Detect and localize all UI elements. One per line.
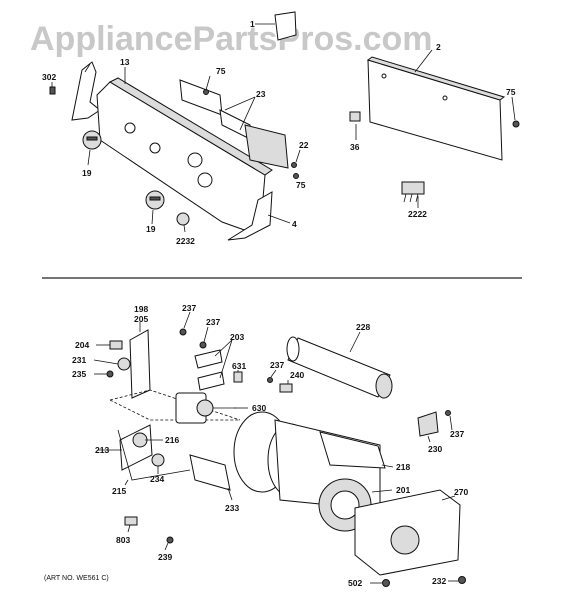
part-19-knob-b xyxy=(145,190,165,225)
part-502-foot xyxy=(370,579,390,587)
watermark-text: AppliancePartsPros.com xyxy=(30,20,432,58)
part-239-screw xyxy=(164,536,174,551)
callout-4: 4 xyxy=(292,219,297,229)
part-203-brackets xyxy=(194,339,233,391)
part-237-screws-top xyxy=(179,311,209,349)
part-2222-harness xyxy=(401,181,425,208)
callout-2232: 2232 xyxy=(176,236,195,246)
part-204-clip xyxy=(96,340,123,350)
part-803-clip xyxy=(124,516,138,533)
callout-228: 228 xyxy=(356,322,370,332)
callout-231: 231 xyxy=(72,355,86,365)
part-231-pulley xyxy=(93,357,131,371)
part-233-support xyxy=(189,454,233,501)
callout-205: 205 xyxy=(134,314,148,324)
callout-216: 216 xyxy=(165,435,179,445)
part-230-switch xyxy=(417,410,453,443)
callout-2222: 2222 xyxy=(408,209,427,219)
callout-1: 1 xyxy=(250,19,255,29)
part-19-knob-a xyxy=(82,130,102,166)
callout-203: 203 xyxy=(230,332,244,342)
part-302-screw xyxy=(49,82,56,95)
callout-803: 803 xyxy=(116,535,130,545)
callout-237-c: 237 xyxy=(270,360,284,370)
part-23-bracket xyxy=(179,75,301,179)
part-blower-housing xyxy=(233,411,393,532)
callout-218: 218 xyxy=(396,462,410,472)
callout-630: 630 xyxy=(252,403,266,413)
callout-631: 631 xyxy=(232,361,246,371)
part-228-exhaust-duct xyxy=(286,331,393,399)
art-number: (ART NO. WE561 C) xyxy=(44,575,109,582)
callout-502: 502 xyxy=(348,578,362,588)
upper-callout-labels: 1 2 302 13 75 23 75 19 22 75 36 19 2232 … xyxy=(42,19,516,246)
part-205-motor-bracket xyxy=(109,322,241,421)
callout-213: 213 xyxy=(95,445,109,455)
part-232-screw xyxy=(448,576,466,584)
lower-callout-labels: 198 205 237 237 228 204 203 231 631 237 … xyxy=(72,303,468,588)
part-75-screw-right xyxy=(511,96,520,128)
callout-232: 232 xyxy=(432,576,446,586)
part-234-bushing xyxy=(151,453,165,474)
callout-13: 13 xyxy=(120,57,130,67)
part-1-tag xyxy=(255,11,297,41)
callout-23: 23 xyxy=(256,89,266,99)
part-215-belt xyxy=(117,429,191,486)
part-218-duct xyxy=(319,431,394,469)
lower-assembly: 198 205 237 237 228 204 203 231 631 237 … xyxy=(44,303,468,588)
part-4-end-cap-right xyxy=(227,191,291,241)
callout-270: 270 xyxy=(454,487,468,497)
part-216-idler xyxy=(98,424,163,471)
callout-234: 234 xyxy=(150,474,164,484)
callout-201: 201 xyxy=(396,485,410,495)
callout-233: 233 xyxy=(225,503,239,513)
callout-240: 240 xyxy=(290,370,304,380)
part-2-rear-panel xyxy=(366,49,506,161)
callout-75-a: 75 xyxy=(216,66,226,76)
callout-237-b: 237 xyxy=(206,317,220,327)
callout-75-c: 75 xyxy=(296,180,306,190)
callout-19-b: 19 xyxy=(146,224,156,234)
callout-75-b: 75 xyxy=(506,87,516,97)
callout-239: 239 xyxy=(158,552,172,562)
part-end-cap-left xyxy=(71,61,101,121)
callout-22: 22 xyxy=(299,140,309,150)
part-240-thermostat xyxy=(267,369,293,393)
callout-230: 230 xyxy=(428,444,442,454)
part-36-clip xyxy=(349,111,361,140)
part-2232-plug xyxy=(176,212,190,233)
callout-2: 2 xyxy=(436,42,441,52)
callout-36: 36 xyxy=(350,142,360,152)
callout-204: 204 xyxy=(75,340,89,350)
part-270-housing xyxy=(354,489,461,576)
part-235-screw xyxy=(94,370,114,378)
callout-198: 198 xyxy=(134,304,148,314)
callout-302: 302 xyxy=(42,72,56,82)
callout-237-d: 237 xyxy=(450,429,464,439)
callout-19-a: 19 xyxy=(82,168,92,178)
part-630-motor xyxy=(175,392,248,424)
part-13-control-panel xyxy=(96,67,273,233)
callout-215: 215 xyxy=(112,486,126,496)
callout-235: 235 xyxy=(72,369,86,379)
callout-237-a: 237 xyxy=(182,303,196,313)
upper-assembly: 1 2 302 13 75 23 75 19 22 75 36 19 2232 … xyxy=(42,11,520,246)
part-631-sensor xyxy=(233,370,243,383)
